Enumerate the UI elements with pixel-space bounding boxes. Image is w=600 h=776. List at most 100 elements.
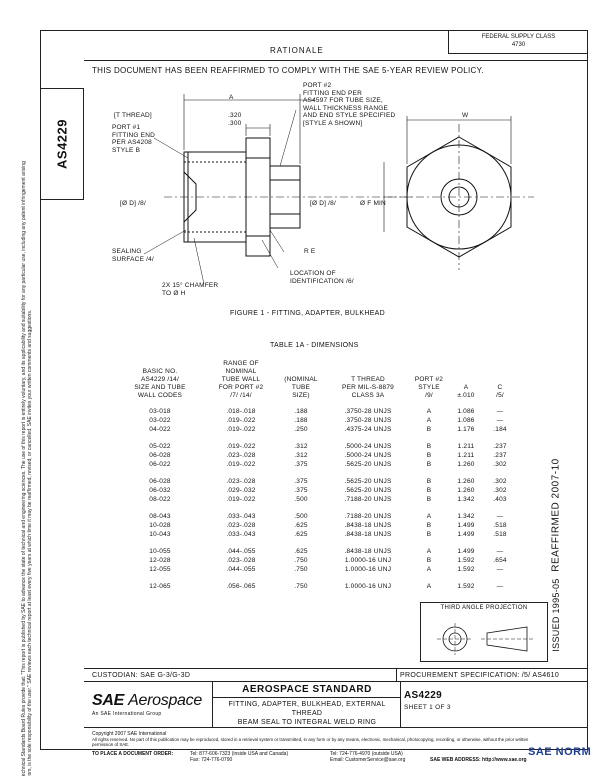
table-cell: .023-.028 (226, 452, 256, 459)
table-cell: A (426, 417, 432, 424)
email-link[interactable]: Email: CustomerService@sae.org (330, 757, 406, 763)
table-cell: .8438-18 UNJS (344, 531, 392, 538)
w-dimension-label: W (462, 112, 469, 119)
reaffirmed-stamp: REAFFIRMED 2007-10 (550, 458, 562, 572)
table-cell: B (426, 452, 432, 459)
table-cell: 1.211 (457, 452, 475, 459)
table-cell: B (426, 557, 432, 564)
table-cell: .5625-20 UNJS (344, 461, 392, 468)
table-cell: 1.260 (457, 461, 475, 468)
table-cell: .8438-18 UNJS (344, 522, 392, 529)
table-cell: B (426, 426, 432, 433)
header-port2-style: PORT #2 STYLE /9/ (414, 376, 444, 399)
rationale-title: RATIONALE (270, 46, 324, 55)
table-cell: 05-022 (149, 443, 171, 450)
table-cell: 1.592 (457, 583, 475, 590)
header-tube-wall: RANGE OF NOMINAL TUBE WALL FOR PORT #2 /… (218, 360, 264, 399)
tel-intl: Tel: 724-776-4970 (outside USA) (330, 751, 403, 757)
third-angle-label: THIRD ANGLE PROJECTION (440, 605, 528, 611)
radius-e-label: R E (304, 248, 316, 255)
table-cell: 06-028 (149, 452, 171, 459)
table-cell: — (496, 548, 504, 555)
table-cell: .4375-24 UNJS (344, 426, 392, 433)
table-cell: .302 (493, 461, 507, 468)
document-number: AS4229 (404, 690, 442, 701)
table-cell: .625 (294, 522, 308, 529)
table-cell: 10-055 (149, 548, 171, 555)
federal-supply-class: FEDERAL SUPPLY CLASS 4730 (448, 30, 588, 54)
table-cell: A (426, 408, 432, 415)
table-cell: 06-032 (149, 487, 171, 494)
aerospace-standard-title: AEROSPACE STANDARD (242, 684, 372, 695)
table-cell: B (426, 443, 432, 450)
table-cell: 06-022 (149, 461, 171, 468)
table-cell: 03-018 (149, 408, 171, 415)
table-cell: B (426, 496, 432, 503)
header-t-thread: T THREAD PER MIL-S-8879 CLASS 3A (342, 376, 394, 399)
table-cell: .500 (294, 496, 308, 503)
rationale-text: THIS DOCUMENT HAS BEEN REAFFIRMED TO COM… (92, 66, 484, 75)
table-cell: 10-043 (149, 531, 171, 538)
table-cell: .184 (493, 426, 507, 433)
table-cell: .3750-28 UNJS (344, 408, 392, 415)
web-address-link[interactable]: SAE WEB ADDRESS: http://www.sae.org (430, 757, 527, 763)
table-cell: .5000-24 UNJS (344, 443, 392, 450)
table-cell: .654 (493, 557, 507, 564)
fitting-drawing (143, 94, 534, 285)
standard-divider (212, 697, 400, 698)
table-cell: B (426, 531, 432, 538)
table-cell: .625 (294, 531, 308, 538)
table-cell: A (426, 583, 432, 590)
table-cell: — (496, 408, 504, 415)
table-cell: A (426, 548, 432, 555)
table-cell: .750 (294, 566, 308, 573)
table-cell: .188 (294, 417, 308, 424)
dim-320-label: .320 (228, 112, 242, 119)
doc-number-vertical: AS4229 (54, 119, 70, 169)
table-cell: — (496, 583, 504, 590)
table-cell: B (426, 478, 432, 485)
table-cell: .5000-24 UNJS (344, 452, 392, 459)
sae-norm-watermark: SAE NORM (528, 746, 592, 758)
table-cell: — (496, 417, 504, 424)
table-cell: — (496, 566, 504, 573)
table-cell: .375 (294, 461, 308, 468)
table-cell: .023-.028 (226, 522, 256, 529)
table-cell: 1.0000-16 UNJ (344, 583, 392, 590)
table-cell: .500 (294, 513, 308, 520)
table-cell: 1.592 (457, 566, 475, 573)
issued-stamp: ISSUED 1995-05 (551, 578, 561, 652)
table-cell: .375 (294, 478, 308, 485)
table-cell: .250 (294, 426, 308, 433)
table-cell: .237 (493, 452, 507, 459)
table-cell: .750 (294, 583, 308, 590)
table-cell: .375 (294, 487, 308, 494)
table-cell: 03-022 (149, 417, 171, 424)
figure-caption: FIGURE 1 - FITTING, ADAPTER, BULKHEAD (230, 310, 386, 317)
table-cell: A (426, 566, 432, 573)
disclaimer-text: SAE Technical Standards Board Rules prov… (20, 161, 33, 776)
header-a: A ±.010 (457, 384, 475, 399)
table-cell: .237 (493, 443, 507, 450)
table-cell: .3750-28 UNJS (344, 417, 392, 424)
table-cell: 1.0000-16 UNJ (344, 557, 392, 564)
header-basic-no: BASIC NO. AS4229 /14/ SIZE AND TUBE WALL… (134, 368, 186, 399)
table-cell: 1.086 (457, 417, 475, 424)
od-left-label: [Ø D] /8/ (120, 200, 147, 207)
table-cell: .188 (294, 408, 308, 415)
f-min-label: Ø F MIN (360, 200, 386, 207)
table-cell: .403 (493, 496, 507, 503)
table-cell: .019-.022 (226, 461, 256, 468)
table-cell: .044-.055 (226, 548, 256, 555)
order-label: TO PLACE A DOCUMENT ORDER: (92, 751, 174, 757)
custodian-label: CUSTODIAN: SAE G-3/G-3D (92, 672, 191, 679)
table-cell: — (496, 513, 504, 520)
table-cell: 12-065 (149, 583, 171, 590)
table-cell: .5625-20 UNJS (344, 478, 392, 485)
table-cell: .056-.065 (226, 583, 256, 590)
table-cell: .312 (294, 452, 308, 459)
table-cell: .7188-20 UNJS (344, 513, 392, 520)
logo-divider (212, 681, 213, 727)
logo-sae: SAE (92, 692, 124, 709)
port1-label: PORT #1 FITTING END PER AS4208 STYLE B (112, 124, 156, 154)
